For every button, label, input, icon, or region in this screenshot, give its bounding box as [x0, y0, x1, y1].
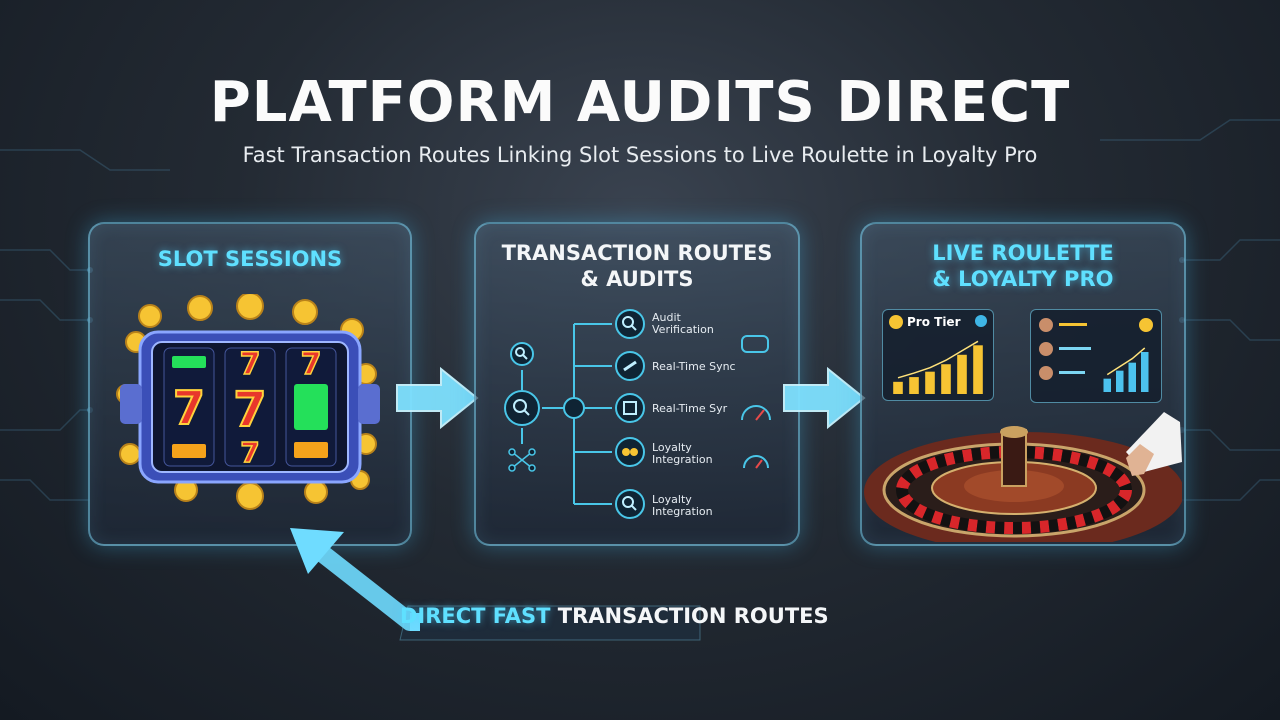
avatar [1039, 318, 1053, 332]
return-arrow-icon [290, 528, 701, 641]
live-roulette-panel: LIVE ROULETTE & LOYALTY PRO Pro Tier [860, 222, 1186, 546]
transaction-routes-panel: TRANSACTION ROUTES & AUDITS [474, 222, 800, 546]
reel-symbol-1: 7 [173, 381, 205, 435]
medal-icon [889, 315, 903, 329]
reel-symbol-3: 7 [233, 382, 266, 438]
routes-title-line2: & AUDITS [580, 267, 694, 291]
roulette-title-line1: LIVE ROULETTE [932, 241, 1114, 265]
page-title: PLATFORM AUDITS DIRECT [209, 70, 1071, 135]
chart-bar [973, 345, 983, 394]
routes-flow-diagram [504, 309, 771, 519]
routes-title-line1: TRANSACTION ROUTES [501, 241, 773, 265]
avatar [1039, 342, 1053, 356]
pro-tier-label: Pro Tier [907, 315, 961, 329]
player-stats-card [1030, 309, 1162, 403]
network-icon [508, 448, 536, 472]
mini-chart [1103, 347, 1149, 392]
slot-machine-icon: 7 7 7 7 7 [116, 294, 380, 510]
bar-chart [893, 340, 983, 394]
link-icon [623, 360, 637, 372]
slot-sessions-title: SLOT SESSIONS [157, 247, 343, 271]
route-label-sync: Real-Time Sync [652, 360, 736, 373]
arrow-right-icon [396, 366, 479, 430]
pro-tier-card: Pro Tier [882, 309, 994, 401]
reel-symbol-2: 7 [240, 347, 261, 382]
chart-bar [1103, 378, 1111, 392]
arrow-right-icon [783, 366, 866, 430]
direct-routes-label: DIRECT FAST TRANSACTION ROUTES [400, 604, 829, 628]
coins-icon [622, 448, 638, 456]
avatar [1039, 366, 1053, 380]
cube-icon [623, 401, 637, 415]
chart-bar [909, 377, 919, 394]
chart-bar [925, 371, 935, 394]
roulette-title-line2: & LOYALTY PRO [932, 267, 1114, 291]
trend-line [1106, 347, 1146, 376]
route-label-sync-2: Real-Time Syr [652, 402, 728, 415]
magnifier-icon [513, 316, 637, 511]
chart-bar [893, 381, 903, 394]
slot-sessions-panel: SLOT SESSIONS 7 7 7 [88, 222, 412, 546]
page-subtitle: Fast Transaction Routes Linking Slot Ses… [242, 143, 1038, 167]
reel-symbol-5: 7 [301, 347, 322, 382]
trend-line [897, 340, 979, 379]
chart-bar [941, 364, 951, 394]
chart-bar [1116, 370, 1124, 392]
chart-bar [1128, 362, 1136, 392]
chart-bar [1141, 352, 1149, 392]
medal-icon [1139, 318, 1153, 332]
chart-bar [957, 354, 967, 394]
info-icon [975, 315, 987, 327]
roulette-wheel-icon [864, 412, 1182, 542]
reel-symbol-4: 7 [240, 436, 259, 469]
dealer-hand-icon [1126, 444, 1154, 476]
gauge-icon [741, 335, 771, 469]
